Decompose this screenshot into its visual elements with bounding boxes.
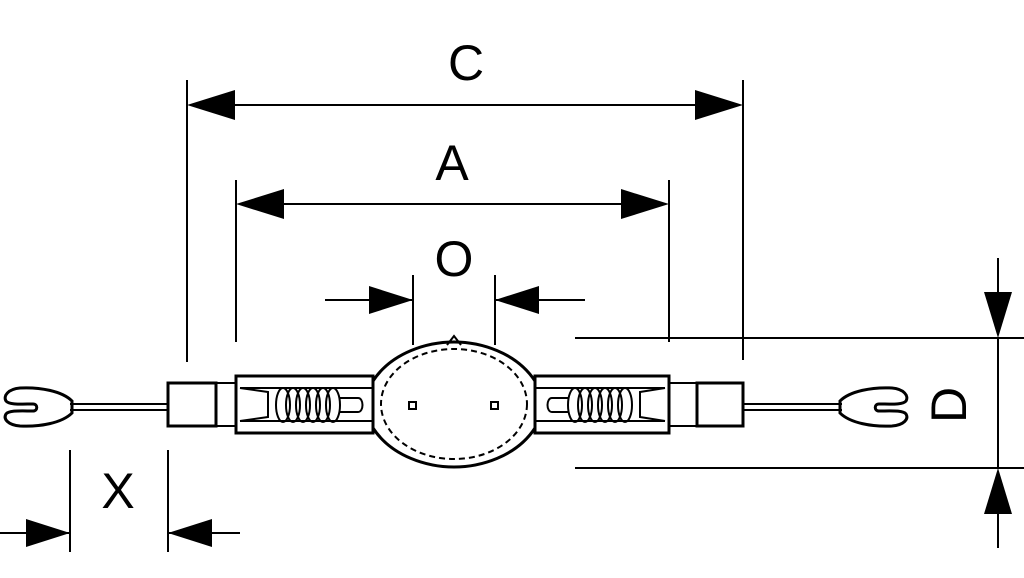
dimension-d: D <box>575 258 1024 548</box>
dimension-x: X <box>0 450 240 552</box>
left-electrode <box>408 401 417 410</box>
lamp-drawing <box>3 334 909 469</box>
d-arrow-top <box>984 292 1012 338</box>
c-arrow-right <box>695 90 743 120</box>
x-arrow-right <box>168 519 212 547</box>
right-fork-terminal <box>838 386 909 428</box>
label-o: O <box>435 231 474 287</box>
a-arrow-right <box>621 189 669 219</box>
right-electrode <box>490 401 499 410</box>
o-arrow-left <box>369 286 413 314</box>
bulb-tip <box>446 334 462 346</box>
right-sleeve <box>533 374 671 435</box>
label-c: C <box>448 35 484 91</box>
dimension-c: C <box>186 35 744 362</box>
o-arrow-right <box>495 286 539 314</box>
bulb-arc-tube <box>380 348 528 460</box>
right-spring-coil <box>567 387 633 423</box>
label-x: X <box>101 463 134 519</box>
right-sleeve-taper <box>639 387 666 422</box>
d-arrow-bottom <box>984 468 1012 514</box>
left-end-cap <box>166 381 218 428</box>
bulb-outer <box>371 340 537 469</box>
a-arrow-left <box>236 189 284 219</box>
left-spring-coil <box>275 387 341 423</box>
left-spring-tab <box>340 397 364 413</box>
c-arrow-left <box>187 90 235 120</box>
right-spring-tab <box>546 397 568 413</box>
left-sleeve <box>234 374 375 435</box>
dimension-a: A <box>235 135 670 342</box>
right-end-cap <box>695 381 745 428</box>
dimension-o: O <box>325 231 585 345</box>
left-sleeve-taper <box>239 387 269 422</box>
label-a: A <box>435 135 469 191</box>
left-fork-terminal <box>3 386 74 428</box>
x-arrow-left <box>26 519 70 547</box>
label-d: D <box>921 387 977 423</box>
